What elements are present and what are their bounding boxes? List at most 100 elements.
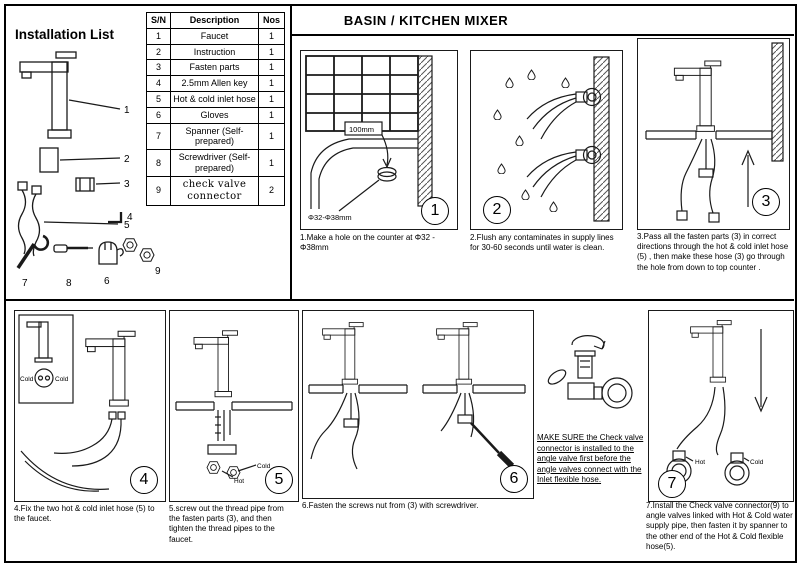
- cell-nos: 1: [258, 149, 285, 177]
- cell-sn: 6: [146, 106, 171, 124]
- wall-section: [771, 42, 784, 162]
- faucet-drawing: [85, 330, 136, 407]
- hot-label: Hot: [695, 459, 705, 466]
- screwdriver: [470, 422, 515, 469]
- wall-section: [593, 56, 610, 222]
- mounting-hole: [377, 166, 397, 182]
- step4-diagram: Cold Cold: [18, 314, 136, 492]
- callout-9: 9: [155, 266, 161, 277]
- note-text: MAKE SURE the Check valve connector is i…: [537, 433, 644, 485]
- cell-sn: 4: [146, 75, 171, 92]
- cell-nos: 1: [258, 43, 285, 61]
- callout-2: 2: [124, 154, 130, 165]
- step5-badge: 5: [265, 466, 293, 494]
- step4-panel: Cold Cold 4: [14, 310, 166, 502]
- dimension-label: 100mm: [349, 125, 374, 134]
- step7-diagram: Hot Cold: [666, 320, 768, 486]
- inlet-label-left: Cold: [20, 376, 34, 383]
- allen-key: [108, 212, 123, 224]
- rotation-arrow: [571, 335, 606, 350]
- step3-caption: 3.Pass all the fasten parts (3) in corre…: [637, 232, 789, 272]
- step3-badge: 3: [752, 188, 780, 216]
- cell-sn: 2: [146, 43, 171, 61]
- cell-desc: check valve connector: [170, 175, 259, 206]
- nut-cold: [226, 466, 241, 479]
- step1-caption: 1.Make a hole on the counter at Φ32 - Φ3…: [300, 233, 435, 253]
- cell-desc: Screwdriver (Self-prepared): [170, 149, 259, 177]
- step4-caption: 4.Fix the two hot & cold inlet hose (5) …: [14, 504, 155, 524]
- step4-badge: 4: [130, 466, 158, 494]
- fasten-part: [75, 177, 95, 192]
- callout-7: 7: [22, 278, 28, 289]
- figure-left: [308, 322, 408, 470]
- callout-6: 6: [104, 276, 110, 287]
- underside-inset: [18, 314, 74, 404]
- cell-sn: 9: [146, 175, 171, 206]
- step3-panel: 3: [637, 38, 790, 230]
- glove: [98, 241, 124, 265]
- step5-panel: Hot Cold 5: [169, 310, 299, 502]
- table-header-row: S/N Description Nos: [146, 12, 285, 29]
- step7-panel: Hot Cold 7: [648, 310, 794, 502]
- flexible-hoses: [676, 386, 726, 456]
- cell-nos: 1: [258, 122, 285, 151]
- step6-diagram: [308, 322, 526, 470]
- figure-right: [422, 322, 526, 469]
- hot-label: Hot: [234, 478, 244, 485]
- inlet-label-right: Cold: [55, 376, 69, 383]
- supply-outlet-top: [526, 87, 602, 140]
- step1-badge: 1: [421, 197, 449, 225]
- angle-valve-cold: [724, 452, 750, 486]
- step6-panel: 6: [302, 310, 534, 499]
- cell-desc: Spanner (Self-prepared): [170, 122, 259, 151]
- counter-section: [645, 130, 773, 140]
- faucet-drawing: [690, 320, 732, 383]
- counter-section: [175, 401, 293, 411]
- cell-desc: Fasten parts: [170, 59, 259, 77]
- cell-sn: 5: [146, 90, 171, 108]
- cell-nos: 1: [258, 90, 285, 108]
- installation-list-title: Installation List: [15, 27, 115, 42]
- step2-panel: 2: [470, 50, 623, 230]
- cell-sn: 8: [146, 149, 171, 177]
- callout-3: 3: [124, 179, 130, 190]
- fasten-plate: [207, 444, 237, 455]
- up-arrow: [741, 149, 755, 207]
- check-valve-connectors: [122, 238, 155, 262]
- supply-outlet-bottom: [526, 145, 602, 198]
- vertical-divider: [290, 6, 292, 300]
- step2-caption: 2.Flush any contaminates in supply lines…: [470, 233, 614, 253]
- hole-diameter-label: Φ32-Φ38mm: [308, 213, 352, 222]
- callout-4: 4: [127, 212, 133, 223]
- check-valve-connector: [574, 350, 596, 379]
- instruction-part: [39, 147, 59, 173]
- thread-pipes: [215, 410, 231, 441]
- counter-top: [310, 138, 418, 209]
- check-valve-diagram: [547, 335, 633, 409]
- faucet-drawing: [673, 60, 722, 132]
- cell-desc: Faucet: [170, 27, 259, 45]
- cell-desc: Instruction: [170, 43, 259, 61]
- inlet-hoses: [53, 411, 126, 467]
- title-divider: [291, 34, 794, 36]
- col-header-nos: Nos: [258, 12, 285, 29]
- cell-sn: 7: [146, 122, 171, 151]
- faucet-drawing: [19, 51, 77, 139]
- dimension-line: [381, 134, 389, 166]
- col-header-description: Description: [170, 12, 259, 29]
- cell-nos: 2: [258, 175, 285, 206]
- callout-8: 8: [66, 278, 72, 289]
- step1-panel: 100mm Φ32-Φ38mm 1: [300, 50, 458, 230]
- sink-edge: [20, 450, 110, 492]
- side-wall: [417, 55, 433, 207]
- cold-label: Cold: [750, 459, 764, 466]
